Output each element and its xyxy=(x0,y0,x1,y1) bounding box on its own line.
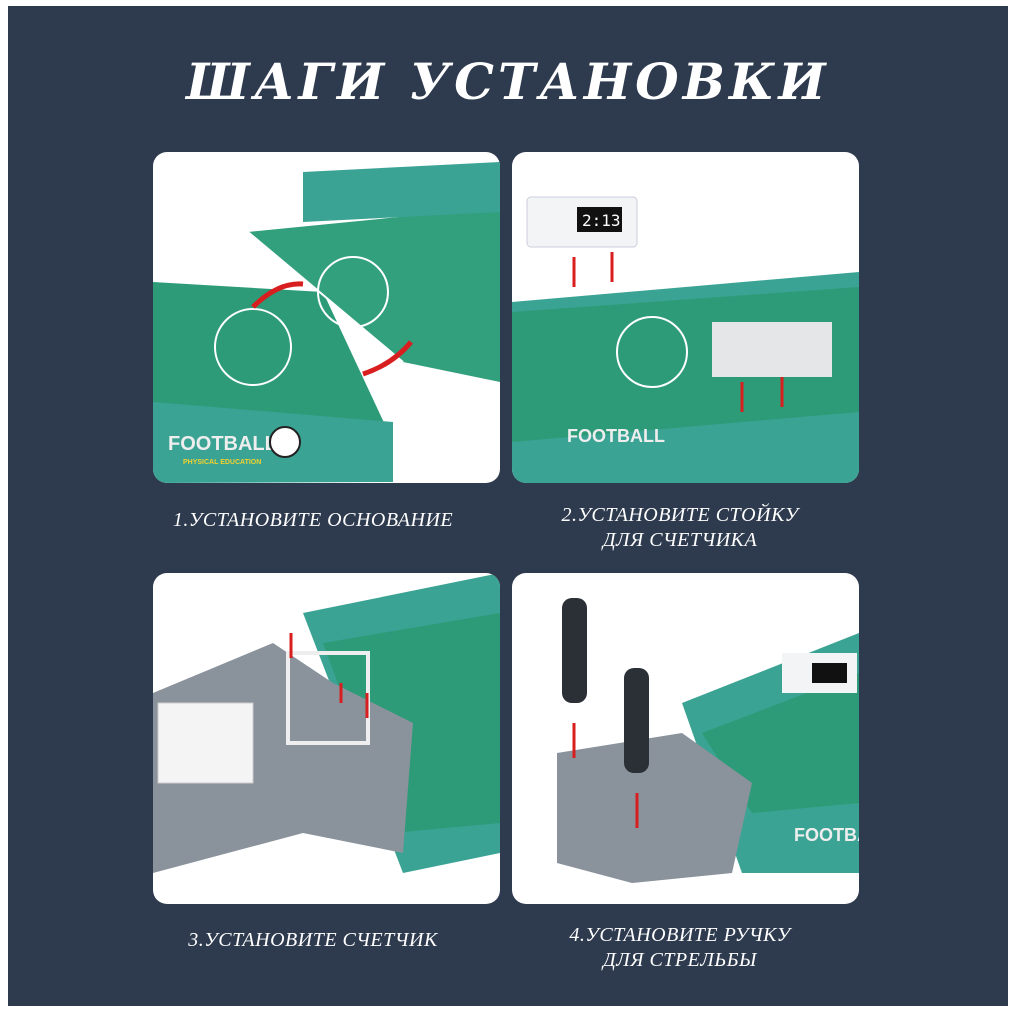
svg-text:FOOTBALL: FOOTBALL xyxy=(567,426,665,446)
football-logo: FOOTBALL xyxy=(168,433,277,455)
scoreboard-display: 2:13 xyxy=(582,211,621,230)
step-3-image xyxy=(153,573,500,904)
step-4-image: FOOTBA xyxy=(512,573,859,904)
step-1-caption: 1.УСТАНОВИТЕ ОСНОВАНИЕ xyxy=(172,509,454,531)
svg-text:PHYSICAL EDUCATION: PHYSICAL EDUCATION xyxy=(183,459,261,466)
svg-text:FOOTBA: FOOTBA xyxy=(794,825,859,845)
page-title: ШАГИ УСТАНОВКИ xyxy=(186,52,830,111)
step-3-caption: 3.УСТАНОВИТЕ СЧЕТЧИК xyxy=(188,929,438,951)
step-1-image: FOOTBALL PHYSICAL EDUCATION xyxy=(153,152,500,483)
step-2-image: 2:13 FOOTBALL xyxy=(512,152,859,483)
